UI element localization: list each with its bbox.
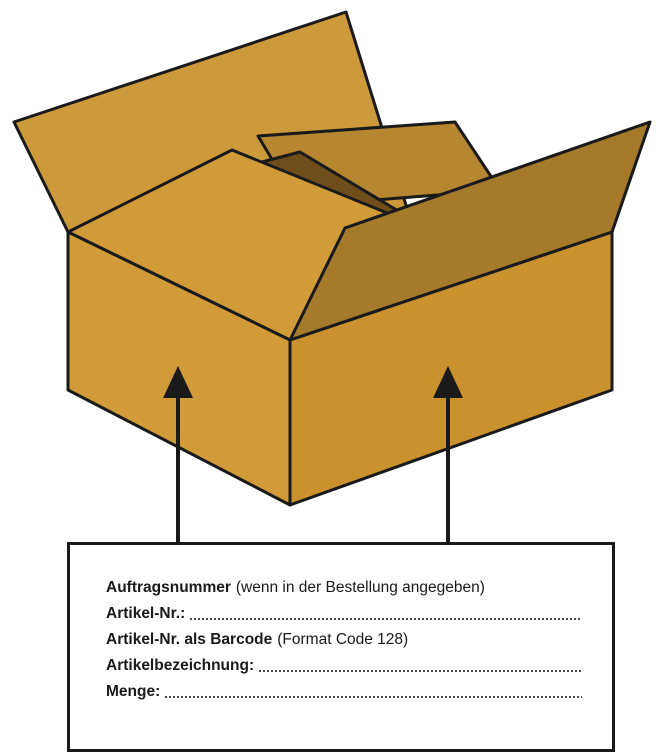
dotted-fill-line <box>258 670 582 672</box>
label-line-article-number: Artikel-Nr.: <box>106 601 582 627</box>
label-field-list: Auftragsnummer (wenn in der Bestellung a… <box>106 575 582 705</box>
label-field-name: Artikel-Nr. als Barcode <box>106 627 272 653</box>
label-field-note: (Format Code 128) <box>277 627 408 653</box>
label-line-quantity: Menge: <box>106 679 582 705</box>
arrow-right <box>433 366 463 545</box>
dotted-fill-line <box>189 618 582 620</box>
label-line-article-barcode: Artikel-Nr. als Barcode (Format Code 128… <box>106 627 582 653</box>
shipping-label-card: Auftragsnummer (wenn in der Bestellung a… <box>67 542 615 752</box>
dotted-fill-line <box>164 696 582 698</box>
arrow-left <box>163 366 193 545</box>
label-line-order-number: Auftragsnummer (wenn in der Bestellung a… <box>106 575 582 601</box>
label-line-article-description: Artikelbezeichnung: <box>106 653 582 679</box>
label-field-name: Artikel-Nr.: <box>106 601 185 627</box>
label-field-name: Menge: <box>106 679 160 705</box>
label-field-note: (wenn in der Bestellung angegeben) <box>236 575 485 601</box>
label-field-name: Artikelbezeichnung: <box>106 653 254 679</box>
label-field-name: Auftragsnummer <box>106 575 231 601</box>
